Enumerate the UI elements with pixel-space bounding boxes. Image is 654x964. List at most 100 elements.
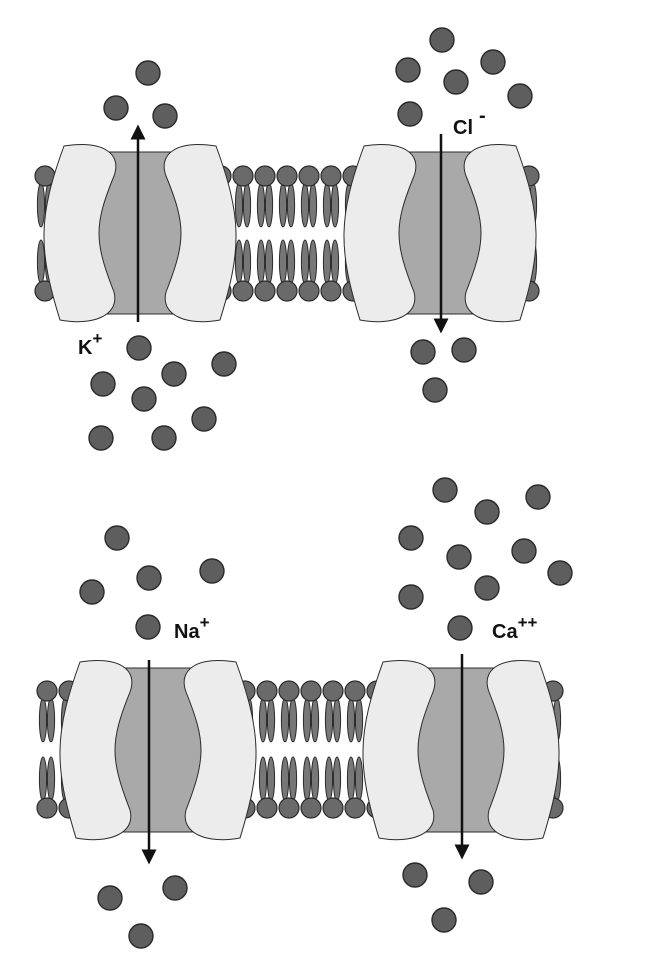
lipid-head — [300, 797, 322, 819]
lipid-tail — [266, 756, 276, 802]
ion-particle — [480, 49, 506, 75]
lipid-tail — [264, 182, 274, 228]
lipid-tail — [278, 239, 288, 285]
lipid-tail — [234, 239, 244, 285]
lipid-head — [232, 280, 254, 302]
na-ion-label: Na+ — [174, 613, 210, 643]
lipid-head — [300, 680, 322, 702]
lipid-tail — [332, 756, 342, 802]
lipid-tail — [46, 756, 56, 802]
lipid-tail — [308, 239, 318, 285]
ion-particle — [135, 614, 161, 640]
lipid-head — [298, 165, 320, 187]
lipid-head — [256, 797, 278, 819]
ion-particle — [395, 57, 421, 83]
lipid-tail — [354, 756, 364, 802]
lipid-tail — [264, 239, 274, 285]
lipid-tail — [38, 756, 48, 802]
ion-particle — [402, 862, 428, 888]
ion-particle — [511, 538, 537, 564]
channel-subunit-right — [463, 144, 537, 323]
ion-particle — [199, 558, 225, 584]
lipid-tail — [258, 697, 268, 743]
lipid-tail — [346, 756, 356, 802]
k-channel — [43, 144, 237, 323]
ion-particle — [397, 101, 423, 127]
lipid-tail — [302, 756, 312, 802]
lipid-tail — [266, 697, 276, 743]
lipid-tail — [322, 182, 332, 228]
ion-particle — [152, 103, 178, 129]
ion-particle — [447, 615, 473, 641]
lipid-head — [254, 165, 276, 187]
channel-subunit-left — [59, 660, 133, 841]
lipid-tail — [234, 182, 244, 228]
ion-particle — [432, 477, 458, 503]
lipid-head — [254, 280, 276, 302]
lipid-head — [322, 680, 344, 702]
ion-particle — [422, 377, 448, 403]
lipid-head — [276, 165, 298, 187]
lipid-head — [322, 797, 344, 819]
lipid-head — [256, 680, 278, 702]
channel-subunit-right — [163, 144, 237, 323]
ion-particle — [507, 83, 533, 109]
channel-subunit-left — [43, 144, 117, 323]
lipid-head — [320, 280, 342, 302]
lipid-tail — [330, 239, 340, 285]
lipid-tail — [286, 182, 296, 228]
lipid-tail — [38, 697, 48, 743]
lipid-tail — [310, 697, 320, 743]
lipid-tail — [308, 182, 318, 228]
channel-subunit-right — [183, 660, 257, 841]
na-channel — [59, 660, 257, 841]
ion-particle — [211, 351, 237, 377]
ion-particle — [131, 386, 157, 412]
lipid-tail — [288, 697, 298, 743]
ion-particle — [451, 337, 477, 363]
ion-particle — [97, 885, 123, 911]
lipid-head — [278, 680, 300, 702]
ion-particle — [135, 60, 161, 86]
ion-particle — [128, 923, 154, 949]
ion-particle — [104, 525, 130, 551]
ion-particle — [79, 579, 105, 605]
lipid-tail — [346, 697, 356, 743]
ion-particle — [398, 584, 424, 610]
ion-particle — [446, 544, 472, 570]
channel-subunit-right — [486, 660, 560, 841]
lipid-tail — [46, 697, 56, 743]
lipid-head — [344, 797, 366, 819]
ion-particle — [161, 361, 187, 387]
lipid-tail — [322, 239, 332, 285]
lipid-tail — [36, 239, 46, 285]
cl-ion-label: Cl- — [453, 105, 486, 139]
ion-particle — [547, 560, 573, 586]
ion-particle — [474, 499, 500, 525]
lipid-head — [36, 797, 58, 819]
lipid-head — [320, 165, 342, 187]
k-ion-label: K+ — [78, 329, 102, 359]
ions — [79, 27, 573, 949]
lipid-tail — [324, 697, 334, 743]
lipid-tail — [332, 697, 342, 743]
lipid-head — [36, 680, 58, 702]
lipid-tail — [278, 182, 288, 228]
ion-particle — [474, 575, 500, 601]
ion-particle — [431, 907, 457, 933]
lipid-head — [278, 797, 300, 819]
ion-particle — [162, 875, 188, 901]
ion-particle — [90, 371, 116, 397]
ion-particle — [443, 69, 469, 95]
lipid-tail — [280, 756, 290, 802]
ion-particle — [136, 565, 162, 591]
channel-subunit-left — [362, 660, 436, 841]
ion-particle — [429, 27, 455, 53]
ion-particle — [398, 525, 424, 551]
lipid-tail — [300, 239, 310, 285]
lipid-tail — [310, 756, 320, 802]
ion-particle — [151, 425, 177, 451]
lipid-head — [276, 280, 298, 302]
ion-particle — [191, 406, 217, 432]
